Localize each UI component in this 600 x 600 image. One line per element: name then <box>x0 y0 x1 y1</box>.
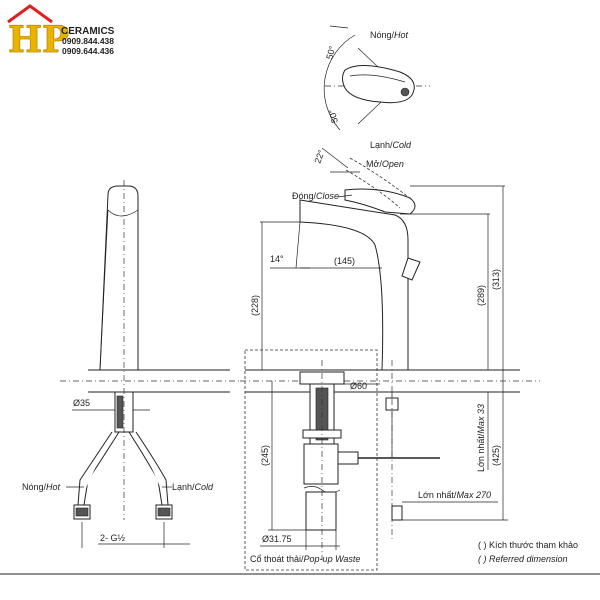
handle-open <box>349 157 413 201</box>
dim-angle-hot: 50° <box>324 44 337 60</box>
dim-dia-35: Ø35 <box>73 398 90 408</box>
dim-spout-reach: (145) <box>334 256 355 266</box>
handle-top-outline <box>342 65 415 104</box>
dim-angle-open: 22° <box>312 148 326 165</box>
logo-letters: HP <box>8 19 69 61</box>
legend-line-1: ( ) Kích thước tham khảo <box>478 540 578 550</box>
dim-dia-60: Ø60 <box>350 381 367 391</box>
legend-line-2: ( ) Referred dimension <box>478 554 568 564</box>
dim-height-289: (289) <box>476 285 486 306</box>
dim-height-313: (313) <box>491 269 501 290</box>
dim-height-245: (245) <box>260 445 270 466</box>
label-open: Mở/Open <box>366 159 404 169</box>
dim-thread: 2- G½ <box>100 533 126 543</box>
label-cold-left: Lạnh/Cold <box>172 482 214 492</box>
label-hot-top: Nóng/Hot <box>370 30 409 40</box>
brand-logo: HP CERAMICS 0909.844.438 0909.644.436 <box>7 4 115 61</box>
logo-roof-icon <box>7 4 53 24</box>
top-view-handle: Nóng/Hot Lạnh/Cold 50° 50° <box>323 25 430 150</box>
side-view: 22° Mở/Open Đóng/Close 14° (145) (228) <box>240 147 540 571</box>
label-close: Đóng/Close <box>292 191 339 201</box>
dim-dia-3175: Ø31.75 <box>262 534 292 544</box>
dim-angle-cold: 50° <box>327 108 340 124</box>
logo-brand-name: CERAMICS <box>61 26 115 37</box>
label-waste: Cổ thoát thải/Pop-up Waste <box>250 554 360 564</box>
logo-phone-2: 0909.644.436 <box>62 46 114 56</box>
label-hot-left: Nóng/Hot <box>22 482 61 492</box>
dim-angle-spout: 14° <box>270 254 284 264</box>
logo-phone-1: 0909.844.438 <box>62 36 114 46</box>
label-cold-top: Lạnh/Cold <box>370 140 412 150</box>
legend: ( ) Kích thước tham khảo ( ) Referred di… <box>478 540 578 564</box>
front-view: Ø35 2- G½ Nóng/Hot Lạnh/Cold <box>22 180 240 548</box>
handle-closed <box>344 188 416 215</box>
label-max-height: Lớn nhất/Max 33 <box>476 404 486 472</box>
side-view-body <box>299 199 409 371</box>
handle-lever-dot <box>400 87 410 97</box>
label-max-length: Lớn nhất/Max 270 <box>418 490 491 500</box>
dim-height-228: (228) <box>250 295 260 316</box>
dim-height-425: (425) <box>491 445 501 466</box>
front-view-body <box>99 185 139 371</box>
